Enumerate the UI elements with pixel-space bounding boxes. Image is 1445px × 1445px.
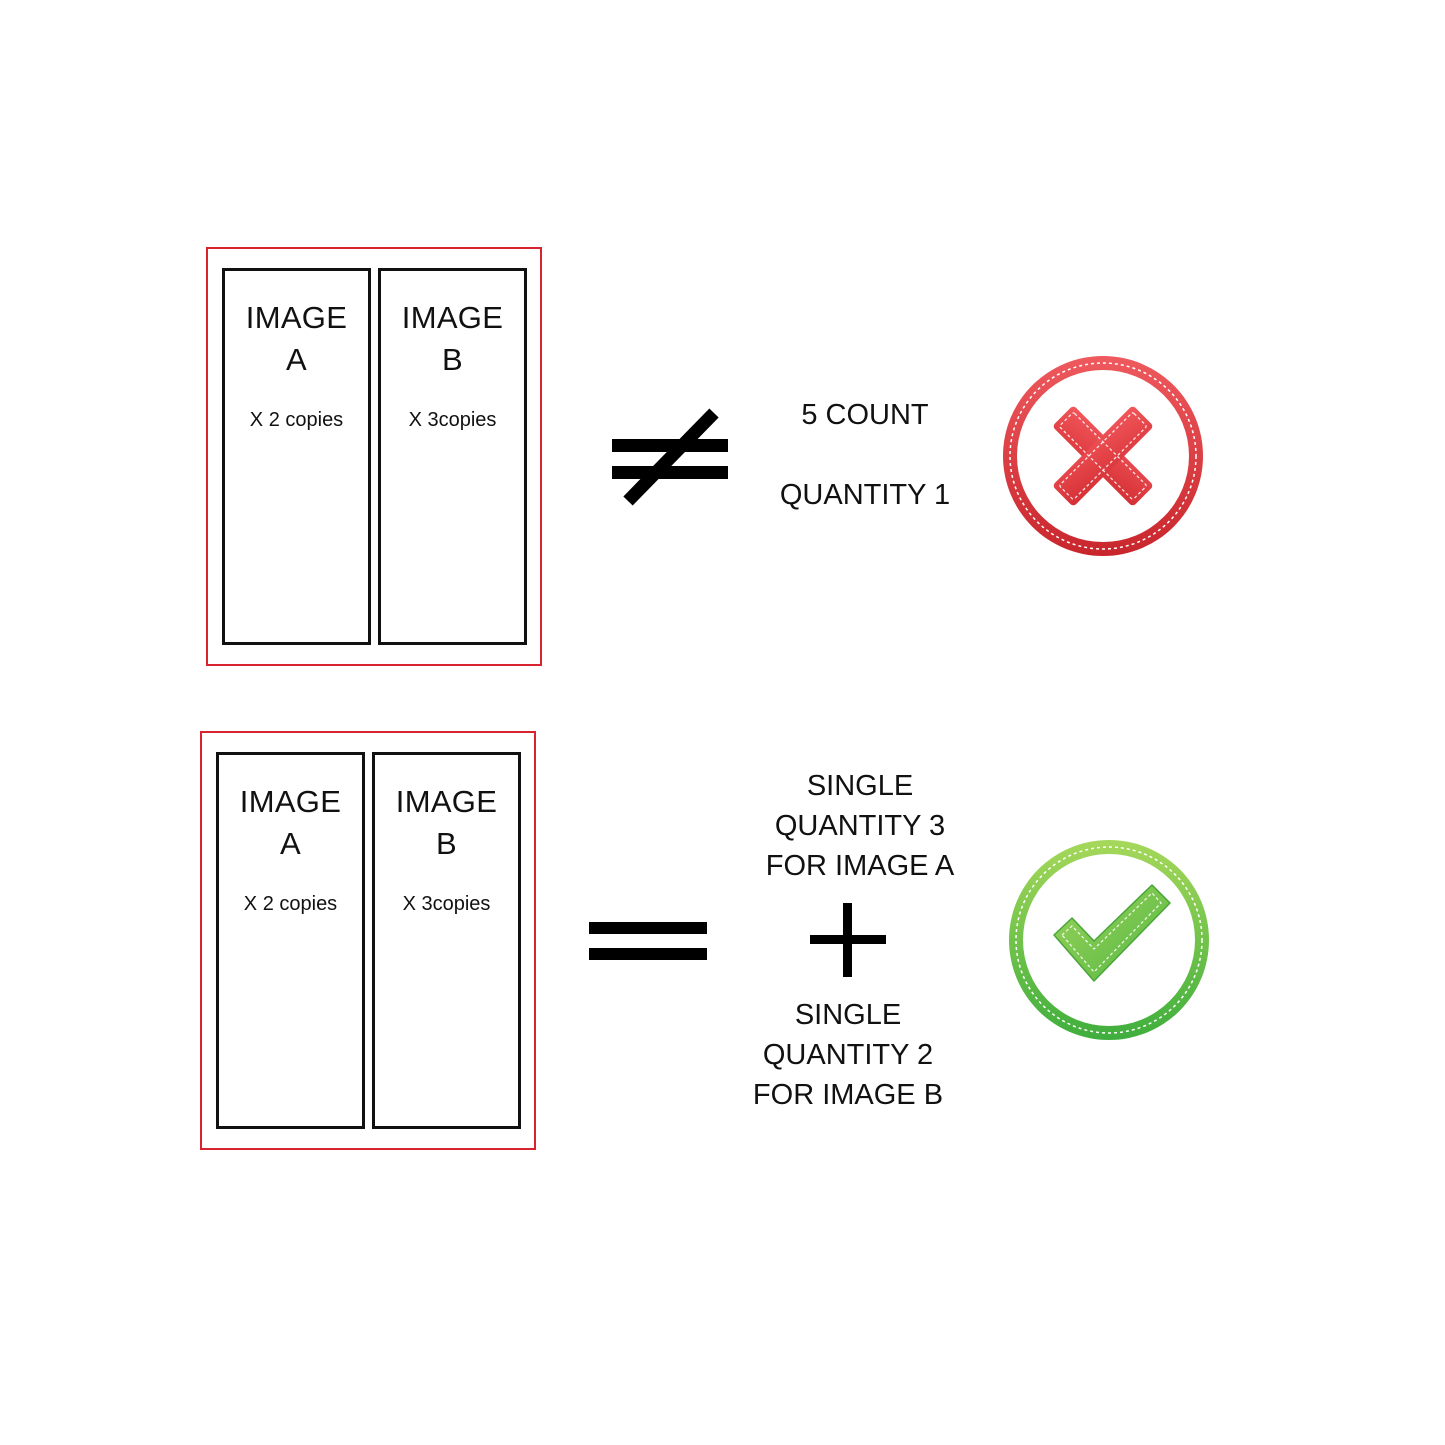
panel-copies: X 3copies	[408, 409, 497, 431]
panel-title: IMAGE A	[245, 300, 348, 377]
panel-copies: X 2 copies	[249, 409, 344, 431]
caption-quantity: QUANTITY 1	[779, 479, 951, 511]
cross-icon	[998, 351, 1208, 561]
panel-image-b: IMAGE B X 3copies	[378, 268, 527, 645]
not-equal-icon	[608, 405, 732, 507]
panel-copies: X 3copies	[402, 893, 491, 915]
row-incorrect: IMAGE A X 2 copies IMAGE B X 3copies 5 C…	[0, 0, 1445, 700]
sheet-frame	[206, 247, 542, 666]
panel-title: IMAGE A	[239, 784, 342, 861]
panel-copies: X 2 copies	[243, 893, 338, 915]
panel-image-a: IMAGE A X 2 copies	[222, 268, 371, 645]
panel-title: IMAGE B	[401, 300, 504, 377]
sheet-frame	[200, 731, 536, 1150]
panel-title: IMAGE B	[395, 784, 498, 861]
plus-icon	[810, 903, 886, 977]
equals-icon	[589, 922, 707, 962]
caption-count: 5 COUNT	[801, 399, 929, 431]
caption-image-b-quantity: SINGLE QUANTITY 2 FOR IMAGE B	[752, 999, 944, 1111]
panel-image-b: IMAGE B X 3copies	[372, 752, 521, 1129]
panel-image-a: IMAGE A X 2 copies	[216, 752, 365, 1129]
check-icon	[1004, 835, 1214, 1045]
caption-image-a-quantity: SINGLE QUANTITY 3 FOR IMAGE A	[765, 770, 955, 882]
